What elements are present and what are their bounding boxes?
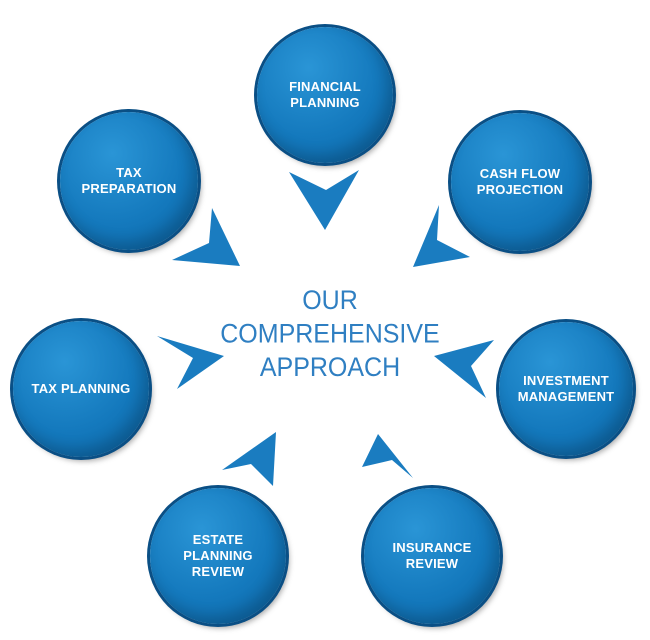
node-cash-flow-projection-label: CASH FLOW PROJECTION xyxy=(476,166,564,197)
node-investment-management-label: INVESTMENT MANAGEMENT xyxy=(517,373,615,404)
center-title-line-1: OUR xyxy=(302,285,358,316)
node-cash-flow-projection[interactable]: CASH FLOW PROJECTION xyxy=(451,113,589,251)
arrow-from-cash-flow-projection-icon xyxy=(413,205,470,267)
center-title-line-2: COMPREHENSIVE xyxy=(220,318,440,350)
node-investment-management[interactable]: INVESTMENT MANAGEMENT xyxy=(499,322,633,456)
arrow-from-tax-planning-icon xyxy=(157,336,224,389)
node-estate-planning-review[interactable]: ESTATE PLANNING REVIEW xyxy=(150,488,286,624)
node-tax-planning[interactable]: TAX PLANNING xyxy=(13,321,149,457)
node-insurance-review[interactable]: INSURANCE REVIEW xyxy=(364,488,500,624)
node-insurance-review-label: INSURANCE REVIEW xyxy=(392,540,472,571)
arrow-from-tax-preparation-icon xyxy=(172,208,240,266)
node-tax-preparation-label: TAX PREPARATION xyxy=(81,165,177,196)
arrow-from-insurance-review-icon xyxy=(362,434,413,478)
arrow-from-investment-management-icon xyxy=(434,340,494,398)
center-title-line-3: APPROACH xyxy=(259,352,401,383)
node-financial-planning[interactable]: FINANCIAL PLANNING xyxy=(257,27,393,163)
node-estate-planning-review-label: ESTATE PLANNING REVIEW xyxy=(183,532,253,579)
arrow-from-financial-planning-icon xyxy=(289,170,359,230)
center-title: OUR COMPREHENSIVE APPROACH xyxy=(205,284,455,384)
node-tax-preparation[interactable]: TAX PREPARATION xyxy=(60,112,198,250)
arrow-from-estate-planning-review-icon xyxy=(222,432,276,486)
node-tax-planning-label: TAX PLANNING xyxy=(31,381,131,396)
node-financial-planning-label: FINANCIAL PLANNING xyxy=(289,79,361,110)
